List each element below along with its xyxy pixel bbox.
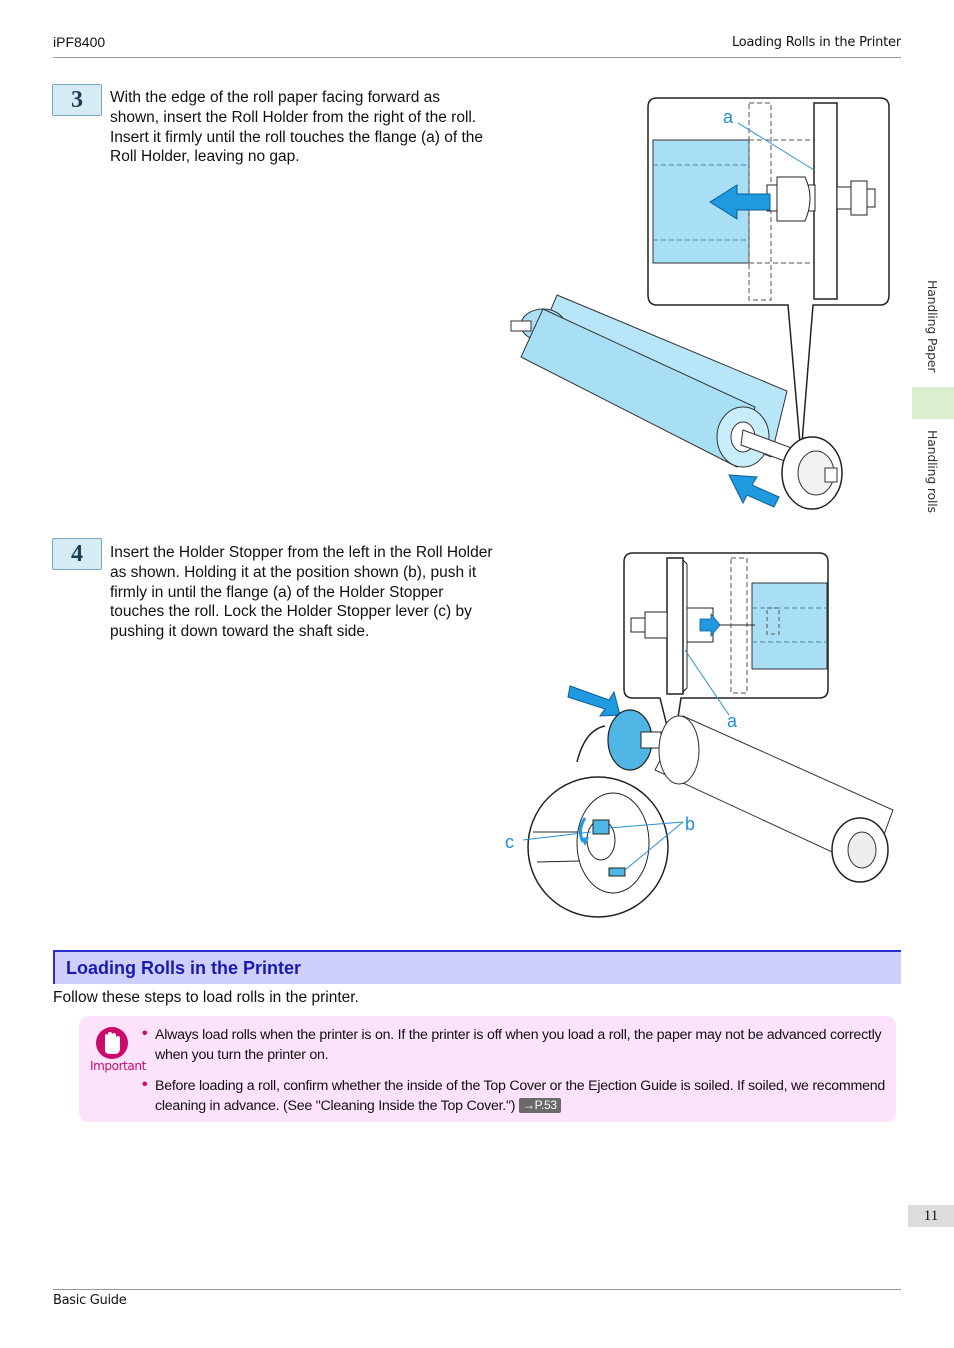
header-model: iPF8400: [53, 34, 106, 50]
callout-b: b: [685, 814, 695, 834]
step-4-illustration: a b c: [505, 552, 894, 918]
important-bullet-2-text: Before loading a roll, confirm whether t…: [155, 1078, 885, 1114]
bullet-dot-1: •: [142, 1025, 148, 1042]
header-section-title: Loading Rolls in the Printer: [731, 35, 901, 50]
page-number: 11: [908, 1205, 954, 1227]
header-rule: [53, 57, 901, 58]
section-heading: Loading Rolls in the Printer: [53, 950, 901, 984]
important-hand-icon: [96, 1027, 128, 1059]
important-label: Important: [90, 1059, 146, 1073]
step-3-illustration: a: [510, 97, 890, 510]
side-tab-chapter[interactable]: Handling Paper: [925, 280, 940, 373]
side-tab-active-marker: [912, 387, 954, 419]
callout-a-step4: a: [727, 711, 738, 731]
footer-rule: [53, 1289, 901, 1290]
step-4-number: 4: [52, 538, 102, 570]
step-3-number: 3: [52, 84, 102, 116]
important-bullet-1: Always load rolls when the printer is on…: [155, 1027, 882, 1063]
step-3-text: With the edge of the roll paper facing f…: [110, 89, 484, 166]
bullet-dot-2: •: [142, 1076, 148, 1093]
side-tab-subsection[interactable]: Handling rolls: [925, 430, 940, 513]
important-bullet-2: Before loading a roll, confirm whether t…: [155, 1076, 885, 1116]
important-note: Important • Always load rolls when the p…: [79, 1016, 896, 1122]
callout-c: c: [505, 832, 514, 852]
section-title: Loading Rolls in the Printer: [66, 958, 302, 978]
footer-guide-name: Basic Guide: [53, 1293, 127, 1308]
cross-reference-link[interactable]: →P.53: [518, 1098, 561, 1113]
step-4-text: Insert the Holder Stopper from the left …: [110, 544, 493, 641]
section-intro: Follow these steps to load rolls in the …: [53, 989, 359, 1006]
callout-a-step3: a: [723, 107, 734, 127]
